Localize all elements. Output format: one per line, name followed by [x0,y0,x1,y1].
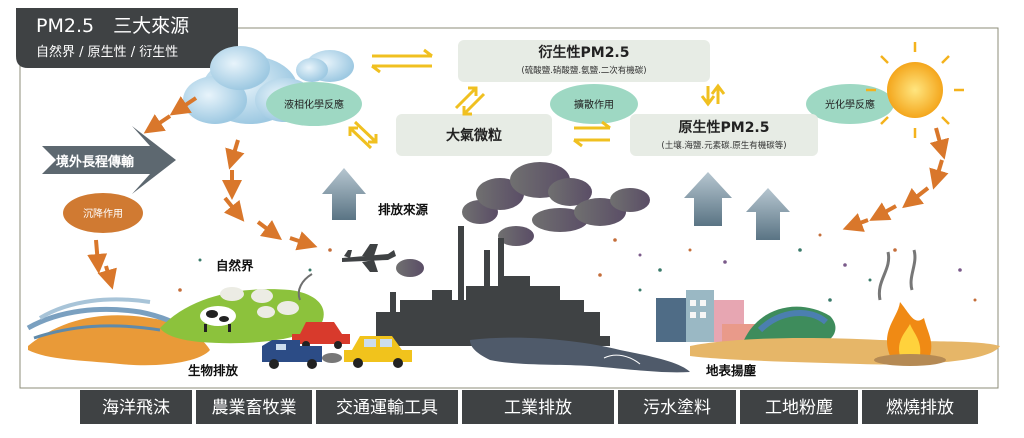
box-secondary-sub: (硫酸鹽.硝酸鹽.氨鹽.二次有機碳) [521,65,646,76]
category-box [740,390,858,424]
box-primary-pm25: 原生性PM2.5 (土壤.海鹽.元素碳.原生有機碳等) [630,114,818,156]
bubble-liquid-reaction: 液相化學反應 [266,82,362,126]
double-arrow-aerosol-primary [573,120,611,148]
bubble-diffusion-label: 擴散作用 [574,98,614,111]
category-6: 燃燒排放 [862,390,978,424]
bubble-photochemical: 光化學反應 [806,84,894,124]
category-box [196,390,312,424]
bubble-diffusion: 擴散作用 [550,84,638,124]
category-label: 交通運輸工具 [336,398,438,418]
vehicles [262,322,412,369]
yellow-exchange-arrows [348,48,726,150]
bubble-deposition-label: 沉降作用 [83,207,123,220]
label-nature: 自然界 [216,258,254,273]
category-3: 工業排放 [462,390,614,424]
up-arrow-center-right [746,188,790,240]
double-arrow-secondary-primary [700,83,726,107]
category-4: 污水塗料 [618,390,736,424]
yellow-car-icon [344,336,412,368]
label-biogenic: 生物排放 [188,363,239,378]
box-aerosol-title: 大氣微粒 [446,127,502,144]
label-emission-sources: 排放來源 [378,202,429,217]
category-5: 工地粉塵 [740,390,858,424]
bubble-liquid-reaction-label: 液相化學反應 [284,98,344,111]
category-bar: 海洋飛沫 農業畜牧業 交通運輸工具 工業排放 污水塗料 工地粉塵 燃燒排放 [80,390,978,424]
transboundary-arrow: 境外長程傳輸 [42,126,176,194]
double-arrow-aerosol-secondary [454,86,486,116]
industrial-smoke [396,162,650,277]
box-secondary-title: 衍生性PM2.5 [538,44,630,61]
sun-icon [866,42,964,138]
category-0: 海洋飛沫 [80,390,192,424]
page-subtitle: 自然界 / 原生性 / 衍生性 [36,44,178,60]
category-box [862,390,978,424]
sewage-scene [470,337,690,373]
sheep-icon [220,287,299,318]
transboundary-label: 境外長程傳輸 [56,154,135,170]
category-label: 農業畜牧業 [212,398,297,418]
factory-icon [360,226,610,346]
bubble-deposition: 沉降作用 [63,193,143,233]
box-primary-sub: (土壤.海鹽.元素碳.原生有機碳等) [661,140,786,151]
category-label: 工業排放 [504,398,572,418]
blue-truck-icon [262,340,322,369]
category-label: 工地粉塵 [765,398,833,418]
category-box [618,390,736,424]
category-box [80,390,192,424]
fire-icon [874,249,946,366]
title-block: PM2.5 三大來源 自然界 / 原生性 / 衍生性 [16,8,238,68]
nature-scene [160,273,324,344]
box-primary-title: 原生性PM2.5 [679,119,770,136]
category-2: 交通運輸工具 [316,390,458,424]
box-aerosol: 大氣微粒 [396,114,552,156]
construction-scene [656,290,1000,365]
label-surface-dust: 地表揚塵 [706,363,757,378]
airplane-icon [342,244,396,272]
rising-arrows [322,168,790,240]
page-title: PM2.5 三大來源 [36,15,189,37]
box-secondary-pm25: 衍生性PM2.5 (硫酸鹽.硝酸鹽.氨鹽.二次有機碳) [458,40,710,82]
cow-icon [200,306,236,332]
category-box [462,390,614,424]
outer-frame [19,27,999,389]
up-arrow-center-left [684,172,732,226]
category-box [316,390,458,424]
category-label: 海洋飛沫 [102,398,170,418]
up-arrow-left [322,168,366,220]
orange-flow-arrows [87,96,950,290]
double-arrow-cloud-aerosol [348,120,378,150]
category-1: 農業畜牧業 [196,390,312,424]
category-label: 污水塗料 [643,397,711,418]
double-arrow-cloud-secondary [371,48,433,74]
category-label: 燃燒排放 [886,398,954,418]
bubble-photochemical-label: 光化學反應 [825,98,875,111]
